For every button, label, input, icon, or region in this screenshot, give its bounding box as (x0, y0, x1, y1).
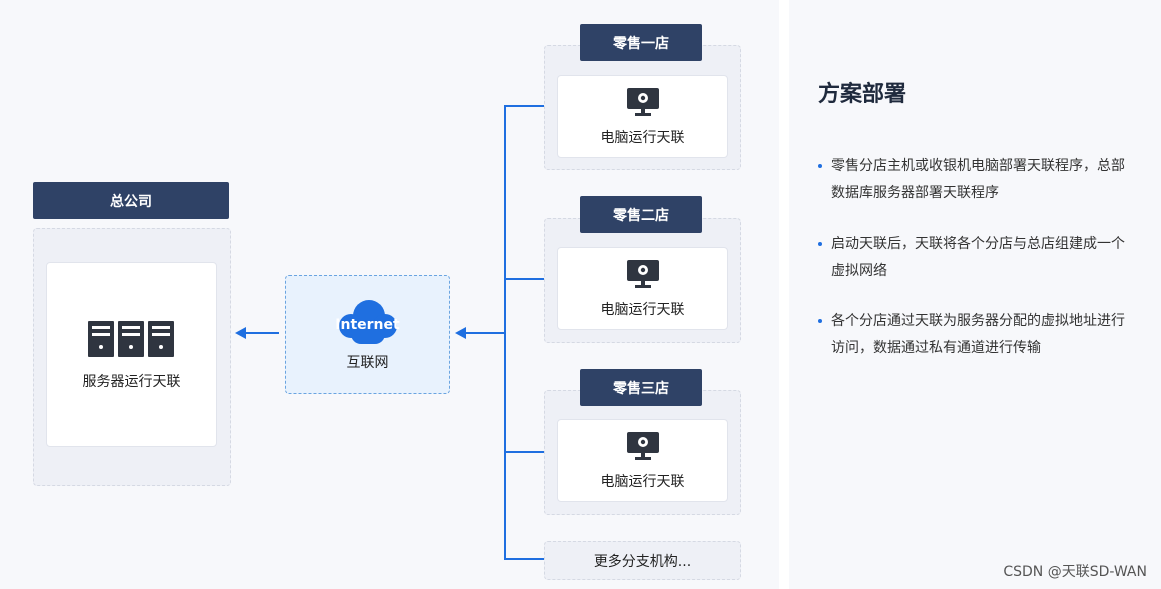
branch-connector-more (504, 558, 544, 560)
store-card: 电脑运行天联 (557, 419, 728, 502)
connector-internet-hq (244, 332, 279, 334)
monitor-icon (626, 431, 660, 465)
cloud-text: Internet (335, 316, 400, 333)
branch-connector-2 (504, 278, 544, 280)
store-card-label: 电脑运行天联 (600, 129, 685, 146)
more-branches: 更多分支机构... (544, 541, 741, 580)
store-card-label: 电脑运行天联 (600, 473, 685, 490)
bullet-dot (818, 242, 822, 246)
store-title: 零售一店 (580, 24, 702, 61)
internet-label: 互联网 (346, 354, 389, 371)
store-card-label: 电脑运行天联 (600, 301, 685, 318)
bullet-text: 各个分店通过天联为服务器分配的虚拟地址进行访问，数据通过私有通道进行传输 (831, 313, 1125, 356)
branch-connector-1 (504, 105, 544, 107)
internet-node: Internet 互联网 (285, 275, 450, 394)
deployment-bullet: 启动天联后，天联将各个分店与总店组建成一个虚拟网络 (818, 231, 1138, 285)
monitor-icon (626, 259, 660, 293)
arrow-left-icon (235, 327, 246, 339)
deployment-bullet: 零售分店主机或收银机电脑部署天联程序，总部数据库服务器部署天联程序 (818, 153, 1138, 207)
cloud-icon: Internet (333, 298, 403, 346)
divider (779, 0, 789, 589)
headquarters-card-label: 服务器运行天联 (82, 373, 181, 390)
bullet-dot (818, 319, 822, 323)
connector-stores-internet (464, 332, 506, 334)
monitor-icon (626, 87, 660, 121)
deployment-bullet: 各个分店通过天联为服务器分配的虚拟地址进行访问，数据通过私有通道进行传输 (818, 308, 1138, 362)
bullet-text: 启动天联后，天联将各个分店与总店组建成一个虚拟网络 (831, 236, 1125, 279)
server-rack-icon (87, 319, 177, 363)
store-card: 电脑运行天联 (557, 247, 728, 330)
headquarters-title: 总公司 (33, 182, 229, 219)
store-title: 零售三店 (580, 369, 702, 406)
branch-connector-3 (504, 451, 544, 453)
deployment-heading: 方案部署 (818, 82, 907, 107)
description-area (789, 0, 1161, 589)
watermark: CSDN @天联SD-WAN (1003, 564, 1147, 580)
arrow-left-icon (455, 327, 466, 339)
store-title: 零售二店 (580, 196, 702, 233)
store-card: 电脑运行天联 (557, 75, 728, 158)
bullet-dot (818, 164, 822, 168)
branch-bus (504, 105, 506, 560)
bullet-text: 零售分店主机或收银机电脑部署天联程序，总部数据库服务器部署天联程序 (831, 158, 1125, 201)
headquarters-card: 服务器运行天联 (46, 262, 217, 447)
